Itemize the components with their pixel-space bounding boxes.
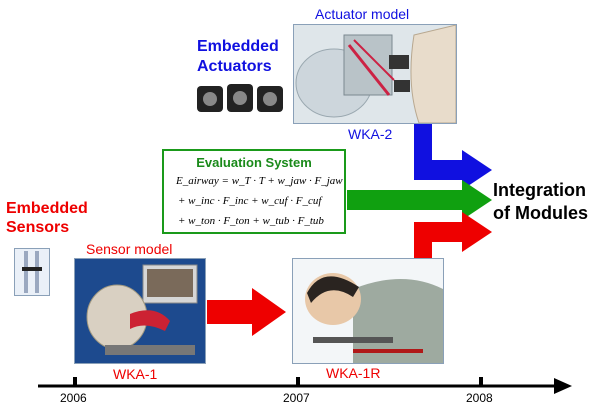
sensor-strips-illustration: [22, 251, 42, 293]
embedded-sensors-label-line1: Embedded: [6, 200, 88, 217]
year-2008: 2008: [466, 391, 493, 405]
sensor-robot-illustration: [75, 259, 205, 363]
year-2006: 2006: [60, 391, 87, 405]
sensor-model-label: Sensor model: [86, 241, 173, 257]
integration-label-line2: of Modules: [493, 203, 588, 223]
evaluation-system-title: Evaluation System: [196, 155, 312, 170]
equation-line-3: + w_ton · F_ton + w_tub · F_tub: [178, 215, 324, 227]
green-arrow: [347, 180, 492, 220]
sensor-model-photo: [74, 258, 206, 364]
wka1r-label: WKA-1R: [326, 365, 381, 381]
timeline-arrowhead: [554, 378, 572, 394]
actuator-model-label: Actuator model: [315, 6, 410, 22]
red-arrow-lower: [207, 288, 286, 336]
actuator-robot-illustration: [294, 25, 456, 123]
embedded-actuators-label-line1: Embedded: [197, 38, 279, 55]
wka1r-photo: [292, 258, 444, 364]
wka2-label: WKA-2: [348, 126, 393, 142]
evaluation-system-box: Evaluation System E_airway = w_T · T + w…: [162, 149, 346, 234]
equation-line-1: E_airway = w_T · T + w_jaw · F_jaw: [176, 175, 343, 187]
integration-label-line1: Integration: [493, 180, 586, 200]
equation-line-2: + w_inc · F_inc + w_cuf · F_cuf: [178, 195, 322, 207]
actuator-motors-image: [197, 84, 283, 112]
actuator-model-photo: [293, 24, 457, 124]
red-arrow-upper: [414, 212, 492, 262]
embedded-actuators-label-line2: Actuators: [197, 58, 272, 75]
blue-arrow: [414, 124, 492, 190]
sensor-image: [14, 248, 50, 296]
embedded-sensors-label-line2: Sensors: [6, 219, 70, 236]
wka1r-patient-illustration: [293, 259, 443, 363]
year-2007: 2007: [283, 391, 310, 405]
wka1-label: WKA-1: [113, 366, 158, 382]
